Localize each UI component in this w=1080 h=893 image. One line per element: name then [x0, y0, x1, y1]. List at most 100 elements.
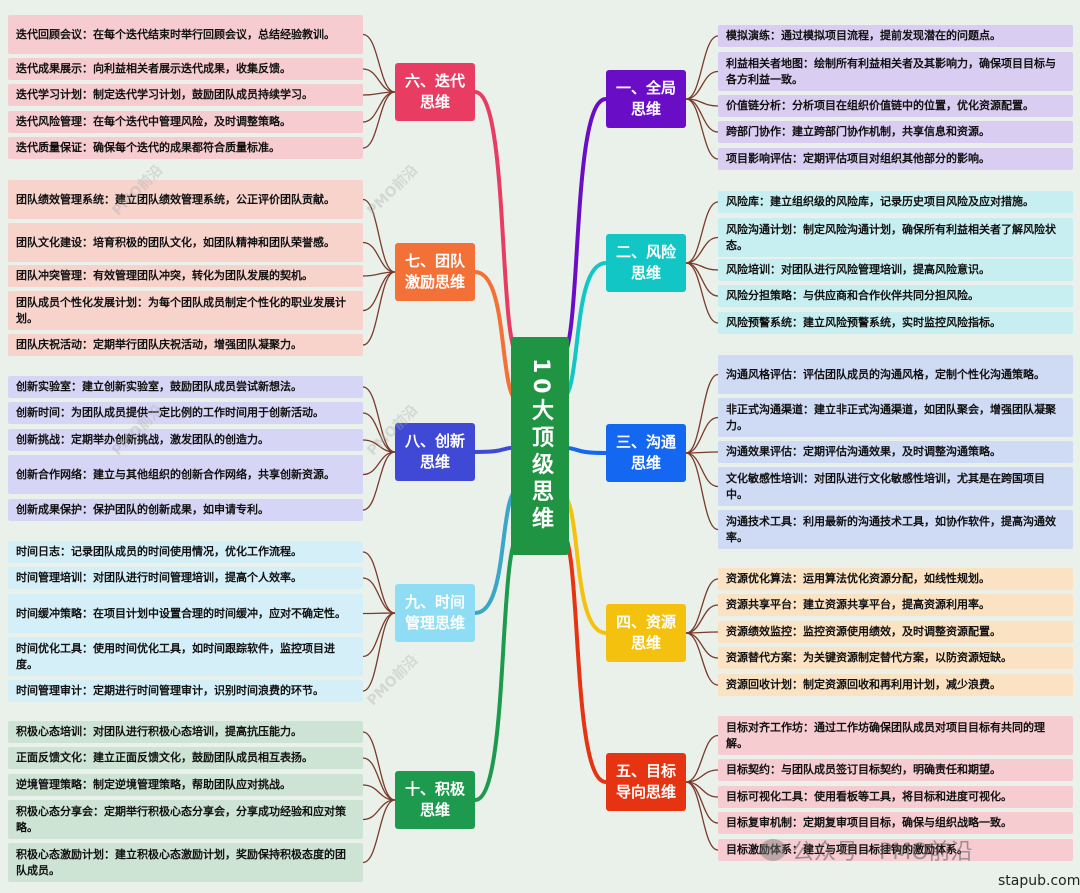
- leaf-text: 风险沟通计划：制定风险沟通计划，确保所有利益相关者了解风险状态。: [726, 222, 1056, 252]
- leaf-item: 迭代成果展示：向利益相关者展示迭代成果，收集反馈。: [8, 58, 363, 80]
- leaf-item: 目标契约：与团队成员签订目标契约，明确责任和期望。: [718, 759, 1073, 781]
- leaf-text: 风险库：建立组织级的风险库，记录历史项目风险及应对措施。: [726, 195, 1034, 208]
- leaf-item: 创新成果保护：保护团队的创新成果，如申请专利。: [8, 499, 363, 521]
- leaf-connector: [362, 577, 396, 614]
- leaf-text: 团队成员个性化发展计划：为每个团队成员制定个性化的职业发展计划。: [16, 295, 346, 325]
- branch-10: 十、积极思维: [395, 771, 475, 829]
- leaf-text: 逆境管理策略：制定逆境管理策略，帮助团队应对挑战。: [16, 778, 291, 791]
- wechat-watermark: 公众号 · PMO前沿: [760, 834, 973, 866]
- leaf-item: 资源替代方案：为关键资源制定替代方案，以防资源短缺。: [718, 647, 1073, 669]
- branch-9: 九、时间管理思维: [395, 584, 475, 642]
- leaf-text: 模拟演练：通过模拟项目流程，提前发现潜在的问题点。: [726, 29, 1001, 42]
- leaf-text: 风险预警系统：建立风险预警系统，实时监控风险指标。: [726, 316, 1001, 329]
- branch-2: 二、风险思维: [606, 234, 686, 292]
- leaf-item: 利益相关者地图：绘制所有利益相关者及其影响力，确保项目目标与各方利益一致。: [718, 52, 1073, 91]
- branch-connector: [558, 97, 607, 362]
- leaf-item: 模拟演练：通过模拟项目流程，提前发现潜在的问题点。: [718, 25, 1073, 47]
- leaf-text: 迭代质量保证：确保每个迭代的成果都符合质量标准。: [16, 141, 280, 154]
- center-topic: 10大顶级思维: [511, 337, 569, 555]
- leaf-item: 风险分担策略：与供应商和合作伙伴共同分担风险。: [718, 285, 1073, 307]
- leaf-connector: [685, 578, 719, 634]
- leaf-text: 正面反馈文化：建立正面反馈文化，鼓励团队成员相互表扬。: [16, 751, 313, 764]
- leaf-item: 逆境管理策略：制定逆境管理策略，帮助团队应对挑战。: [8, 774, 363, 796]
- leaf-item: 风险培训：对团队进行风险管理培训，提高风险意识。: [718, 259, 1073, 281]
- leaf-item: 风险沟通计划：制定风险沟通计划，确保所有利益相关者了解风险状态。: [718, 218, 1073, 257]
- leaf-item: 积极心态激励计划：建立积极心态激励计划，奖励保持积极态度的团队成员。: [8, 843, 363, 882]
- leaf-connector: [362, 198, 396, 273]
- leaf-item: 团队冲突管理：有效管理团队冲突，转化为团队发展的契机。: [8, 265, 363, 287]
- leaf-connector: [362, 68, 396, 93]
- leaf-text: 迭代成果展示：向利益相关者展示迭代成果，收集反馈。: [16, 62, 291, 75]
- branch-3: 三、沟通思维: [606, 424, 686, 482]
- leaf-connector: [685, 70, 719, 100]
- leaf-item: 资源绩效监控：监控资源使用绩效，及时调整资源配置。: [718, 621, 1073, 643]
- leaf-text: 目标复审机制：定期复审项目目标，确保与组织战略一致。: [726, 816, 1012, 829]
- branch-7: 七、团队激励思维: [395, 243, 475, 301]
- leaf-text: 创新合作网络：建立与其他组织的创新合作网络，共享创新资源。: [16, 467, 335, 481]
- leaf-text: 积极心态激励计划：建立积极心态激励计划，奖励保持积极态度的团队成员。: [16, 847, 346, 877]
- leaf-connector: [685, 416, 719, 454]
- leaf-text: 时间优化工具：使用时间优化工具，如时间跟踪软件，监控项目进度。: [16, 641, 335, 671]
- leaf-item: 沟通风格评估：评估团队成员的沟通风格，定制个性化沟通策略。: [718, 355, 1073, 394]
- leaf-connector: [685, 35, 719, 100]
- leaf-text: 团队庆祝活动：定期举行团队庆祝活动，增强团队凝聚力。: [16, 338, 302, 351]
- branch-8: 八、创新思维: [395, 423, 475, 481]
- leaf-item: 目标对齐工作坊：通过工作坊确保团队成员对项目目标有共同的理解。: [718, 716, 1073, 755]
- leaf-item: 资源回收计划：制定资源回收和再利用计划，减少浪费。: [718, 674, 1073, 696]
- leaf-connector: [685, 236, 719, 264]
- branch-4: 四、资源思维: [606, 604, 686, 662]
- leaf-text: 目标对齐工作坊：通过工作坊确保团队成员对项目目标有共同的理解。: [726, 720, 1045, 750]
- leaf-connector: [362, 412, 396, 453]
- leaf-item: 团队绩效管理系统：建立团队绩效管理系统，公正评价团队贡献。: [8, 180, 363, 219]
- leaf-text: 资源绩效监控：监控资源使用绩效，及时调整资源配置。: [726, 625, 1001, 638]
- leaf-item: 资源优化算法：运用算法优化资源分配，如线性规划。: [718, 568, 1073, 590]
- leaf-connector: [362, 451, 396, 511]
- leaf-item: 跨部门协作：建立跨部门协作机制，共享信息和资源。: [718, 121, 1073, 143]
- leaf-item: 时间管理审计：定期进行时间管理审计，识别时间浪费的环节。: [8, 680, 363, 702]
- leaf-connector: [362, 33, 396, 93]
- leaf-item: 项目影响评估：定期评估项目对组织其他部分的影响。: [718, 148, 1073, 170]
- leaf-item: 团队庆祝活动：定期举行团队庆祝活动，增强团队凝聚力。: [8, 334, 363, 356]
- leaf-text: 积极心态分享会：定期举行积极心态分享会，分享成功经验和应对策略。: [16, 804, 346, 834]
- leaf-text: 时间管理审计：定期进行时间管理审计，识别时间浪费的环节。: [16, 684, 324, 697]
- leaf-text: 资源优化算法：运用算法优化资源分配，如线性规划。: [726, 572, 990, 585]
- leaf-connector: [362, 241, 396, 273]
- leaf-item: 时间缓冲策略：在项目计划中设置合理的时间缓冲，应对不确定性。: [8, 594, 363, 633]
- leaf-item: 风险库：建立组织级的风险库，记录历史项目风险及应对措施。: [718, 191, 1073, 213]
- wechat-label: 公众号 · PMO前沿: [792, 840, 973, 865]
- leaf-connector: [362, 784, 396, 801]
- leaf-item: 沟通技术工具：利用最新的沟通技术工具，如协作软件，提高沟通效率。: [718, 510, 1073, 549]
- leaf-text: 时间缓冲策略：在项目计划中设置合理的时间缓冲，应对不确定性。: [16, 606, 346, 620]
- leaf-connector: [685, 262, 719, 324]
- leaf-item: 迭代回顾会议：在每个迭代结束时举行回顾会议，总结经验教训。: [8, 15, 363, 54]
- leaf-text: 迭代风险管理：在每个迭代中管理风险，及时调整策略。: [16, 115, 291, 128]
- leaf-connector: [362, 731, 396, 801]
- branch-connector: [558, 528, 607, 784]
- leaf-text: 跨部门协作：建立跨部门协作机制，共享信息和资源。: [726, 125, 990, 138]
- leaf-connector: [685, 452, 719, 488]
- leaf-text: 文化敏感性培训：对团队进行文化敏感性培训，尤其是在跨国项目中。: [726, 471, 1045, 501]
- leaf-text: 创新实验室：建立创新实验室，鼓励团队成员尝试新想法。: [16, 380, 302, 393]
- leaf-connector: [362, 91, 396, 149]
- leaf-text: 目标可视化工具：使用看板等工具，将目标和进度可视化。: [726, 790, 1012, 803]
- leaf-item: 风险预警系统：建立风险预警系统，实时监控风险指标。: [718, 312, 1073, 334]
- leaf-text: 沟通技术工具：利用最新的沟通技术工具，如协作软件，提高沟通效率。: [726, 514, 1056, 544]
- leaf-connector: [685, 604, 719, 634]
- leaf-connector: [685, 632, 719, 659]
- leaf-text: 项目影响评估：定期评估项目对组织其他部分的影响。: [726, 152, 990, 165]
- leaf-item: 积极心态分享会：定期举行积极心态分享会，分享成功经验和应对策略。: [8, 800, 363, 839]
- leaf-connector: [685, 734, 719, 783]
- leaf-item: 团队成员个性化发展计划：为每个团队成员制定个性化的职业发展计划。: [8, 291, 363, 330]
- leaf-text: 创新挑战：定期举办创新挑战，激发团队的创造力。: [16, 433, 269, 446]
- leaf-item: 积极心态培训：对团队进行积极心态培训，提高抗压能力。: [8, 721, 363, 743]
- leaf-item: 非正式沟通渠道：建立非正式沟通渠道，如团队聚会，增强团队凝聚力。: [718, 398, 1073, 437]
- leaf-item: 目标复审机制：定期复审项目目标，确保与组织战略一致。: [718, 812, 1073, 834]
- leaf-item: 创新实验室：建立创新实验室，鼓励团队成员尝试新想法。: [8, 376, 363, 398]
- leaf-connector: [685, 452, 719, 531]
- leaf-connector: [362, 757, 396, 801]
- leaf-item: 价值链分析：分析项目在组织价值链中的位置，优化资源配置。: [718, 95, 1073, 117]
- leaf-item: 团队文化建设：培育积极的团队文化，如团队精神和团队荣誉感。: [8, 223, 363, 262]
- leaf-text: 风险分担策略：与供应商和合作伙伴共同分担风险。: [726, 289, 979, 302]
- branch-1: 一、全局思维: [606, 70, 686, 128]
- wechat-icon: [760, 839, 786, 861]
